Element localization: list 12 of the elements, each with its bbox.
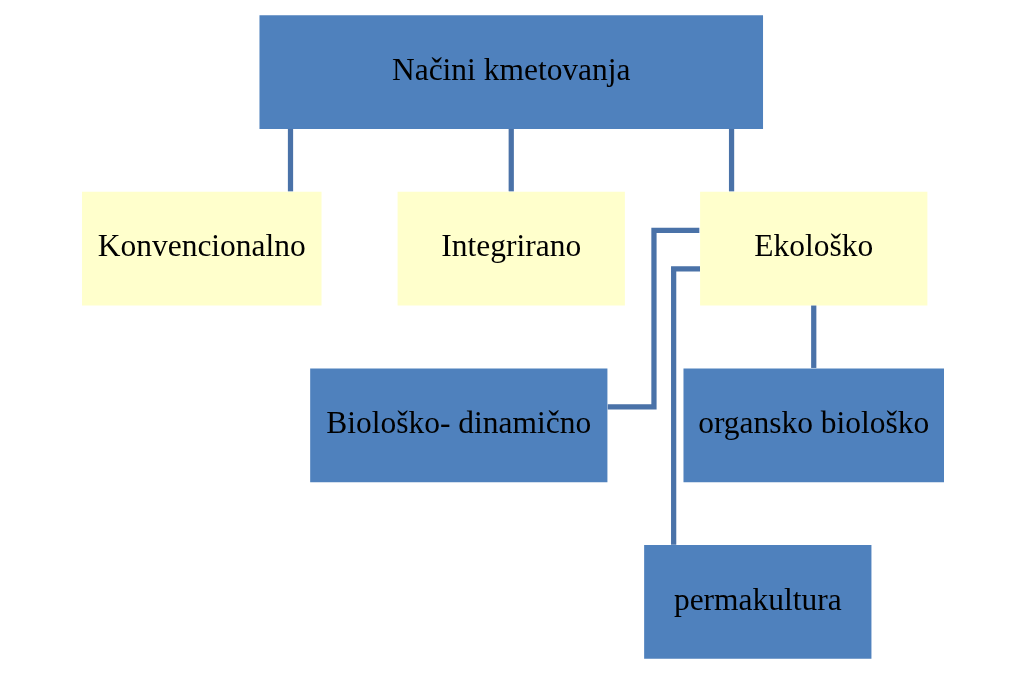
node-box: Ekološko xyxy=(700,191,928,306)
connector xyxy=(287,128,294,192)
node-box: Biološko- dinamično xyxy=(310,368,608,483)
node-box: Načini kmetovanja xyxy=(259,15,764,129)
connector xyxy=(508,128,514,192)
node-box: organsko biološko xyxy=(683,368,944,483)
node-box: permakultura xyxy=(644,545,872,659)
connector xyxy=(728,128,735,192)
connector xyxy=(811,305,817,368)
node-box: Integrirano xyxy=(397,191,625,306)
node-box: Konvencionalno xyxy=(82,191,322,306)
connector xyxy=(607,227,700,410)
